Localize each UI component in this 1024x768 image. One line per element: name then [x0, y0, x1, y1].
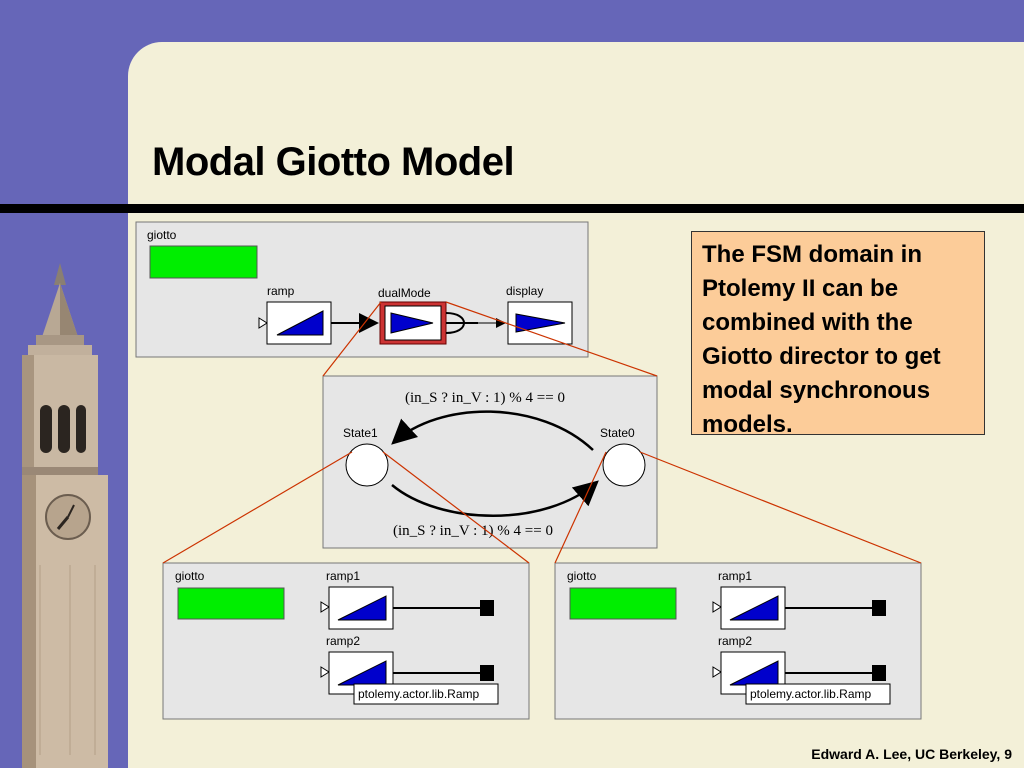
director-label: giotto: [147, 228, 177, 242]
ramp1-actor[interactable]: [720, 586, 786, 630]
display-actor[interactable]: [507, 301, 573, 345]
campanile-tower-image: [22, 263, 108, 768]
actor-label-ramp1: ramp1: [718, 569, 752, 583]
giotto-director-icon[interactable]: [177, 587, 285, 620]
transition-arrow-bottom[interactable]: [391, 480, 599, 517]
actor-label-ramp2: ramp2: [718, 634, 752, 648]
transition-guard-bottom: (in_S ? in_V : 1) % 4 == 0: [393, 523, 553, 539]
actor-label-ramp: ramp: [267, 284, 295, 298]
director-label: giotto: [567, 569, 597, 583]
state-label-state0: State0: [600, 426, 635, 440]
slide-footer: Edward A. Lee, UC Berkeley, 9: [811, 746, 1012, 762]
tooltip-box: [745, 683, 891, 705]
state1-node[interactable]: [345, 443, 389, 487]
mode-right-panel: giotto ramp1 ramp2 ptolemy.actor.lib.Ram…: [554, 562, 922, 720]
top-model-panel: giotto ramp dualMode display: [135, 221, 589, 358]
actor-label-dualmode: dualMode: [378, 286, 431, 300]
ramp-actor[interactable]: [266, 301, 332, 345]
transition-arrow-top[interactable]: [391, 410, 594, 451]
director-label: giotto: [175, 569, 205, 583]
actor-label-display: display: [506, 284, 543, 298]
ramp-icon: [729, 595, 779, 621]
state-label-state1: State1: [343, 426, 378, 440]
callout-box: The FSM domain in Ptolemy II can be comb…: [691, 231, 985, 438]
mode-left-panel: giotto ramp1 ramp2 ptolemy.actor.lib.Ram…: [162, 562, 530, 720]
display-icon: [515, 313, 566, 333]
giotto-director-icon[interactable]: [569, 587, 677, 620]
title-divider: [0, 204, 1024, 213]
ramp-icon: [337, 595, 387, 621]
tooltip-text: ptolemy.actor.lib.Ramp: [358, 687, 479, 701]
ramp-icon: [276, 310, 324, 336]
modal-model-icon: [390, 312, 434, 334]
giotto-director-icon[interactable]: [149, 245, 258, 279]
actor-label-ramp1: ramp1: [326, 569, 360, 583]
dualmode-actor[interactable]: [379, 301, 447, 345]
slide-title: Modal Giotto Model: [152, 140, 515, 184]
tooltip-box: [353, 683, 499, 705]
state0-node[interactable]: [602, 443, 646, 487]
tooltip-text: ptolemy.actor.lib.Ramp: [750, 687, 871, 701]
actor-label-ramp2: ramp2: [326, 634, 360, 648]
fsm-panel: (in_S ? in_V : 1) % 4 == 0 (in_S ? in_V …: [322, 375, 658, 549]
ramp1-actor[interactable]: [328, 586, 394, 630]
transition-guard-top: (in_S ? in_V : 1) % 4 == 0: [405, 390, 565, 406]
zoom-connectors: [162, 301, 922, 564]
